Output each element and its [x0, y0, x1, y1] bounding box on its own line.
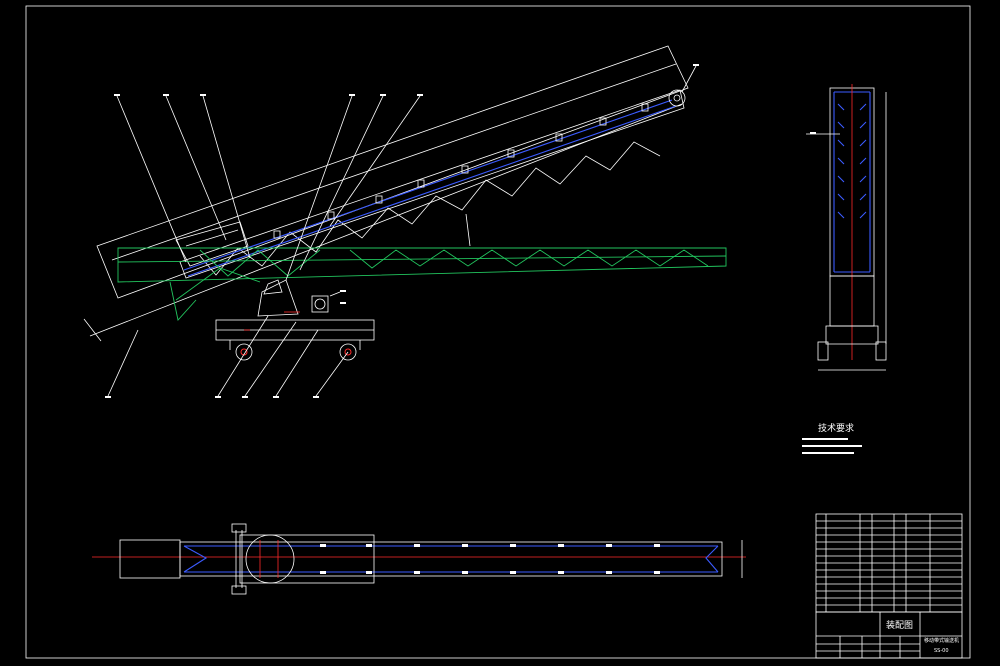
title-block-subtitle: 移动带式输送机: [924, 637, 959, 644]
elevation-view: [83, 45, 727, 398]
plan-view: [92, 523, 746, 595]
support-tower: [257, 279, 299, 317]
end-view-wheel-right: [875, 341, 887, 361]
end-view-belt: [833, 91, 871, 273]
tech-requirements-title: 技术要求: [818, 422, 854, 434]
end-view: [806, 84, 887, 371]
feed-hopper: [175, 221, 249, 267]
title-block-code: SS-00: [934, 648, 949, 654]
part-leaders: [107, 65, 697, 397]
plan-view-belt: [183, 545, 719, 573]
rear-wheel: [339, 343, 357, 361]
drive-motor: [311, 295, 329, 313]
head-pulley: [668, 89, 686, 107]
technical-requirements: 技术要求: [802, 422, 862, 454]
title-block: 装配图 移动带式输送机 SS-00: [815, 513, 963, 659]
raised-boom-truss: [179, 89, 685, 279]
front-wheel: [235, 343, 253, 361]
end-view-wheel-left: [817, 341, 829, 361]
raised-boom-envelope: [96, 45, 689, 299]
title-block-drawing-name: 装配图: [886, 619, 913, 631]
drawing-border: [25, 5, 971, 659]
lowered-boom: [117, 247, 727, 321]
